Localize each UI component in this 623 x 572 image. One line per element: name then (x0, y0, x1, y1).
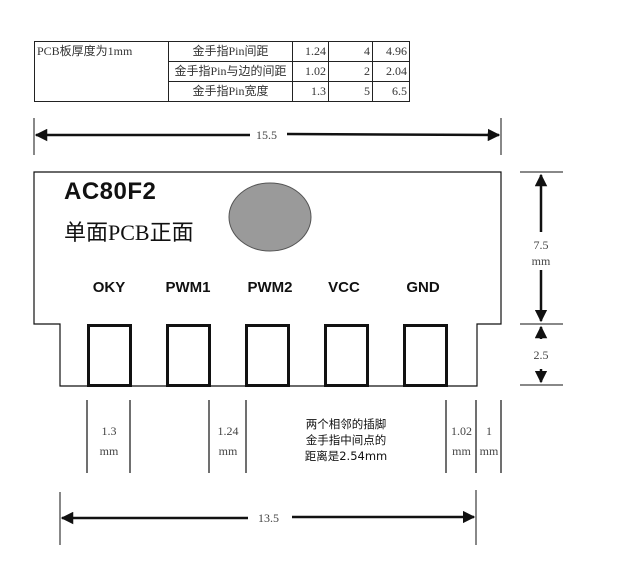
pitch-note: 两个相邻的插脚 金手指中间点的 距离是2.54mm (276, 416, 416, 464)
pin-label-gnd: GND (406, 279, 440, 296)
finger-height-label: 2.5 (533, 348, 549, 362)
finger-width-label: 13.5 (258, 511, 279, 526)
pin-label-pwm1: PWM1 (165, 279, 211, 296)
thickness-label: PCB板厚度为1mm (34, 41, 169, 102)
spec-row: 金手指Pin宽度 1.3 5 6.5 (35, 81, 410, 102)
spec-name: 金手指Pin间距 (168, 41, 293, 62)
edge-label: 1 mm (477, 421, 501, 461)
pad-gap-unit: mm (218, 444, 238, 458)
edge-gap-unit: mm (452, 444, 471, 458)
pad-gap-label: 1.24 mm (210, 421, 246, 461)
spec-total: 2.04 (372, 61, 410, 82)
total-width-label: 15.5 (256, 128, 277, 143)
edge-value: 1 (486, 424, 492, 438)
note-line: 两个相邻的插脚 (305, 417, 387, 431)
board-subtitle: 单面PCB正面 (64, 220, 194, 245)
pin-label-vcc: VCC (328, 279, 360, 296)
pad-width-value: 1.3 (101, 424, 117, 438)
note-line: 距离是2.54mm (304, 449, 388, 463)
pin-label-oky: OKY (92, 279, 126, 296)
pin-label-pwm2: PWM2 (247, 279, 293, 296)
pad-width-unit: mm (99, 444, 119, 458)
spec-name: 金手指Pin宽度 (168, 81, 293, 102)
upper-height-value: 7.5 (533, 238, 549, 252)
finger-width-dimension (59, 490, 477, 545)
pad-gap-value: 1.24 (217, 424, 239, 438)
pad-oky (87, 324, 132, 387)
spec-row: 金手指Pin与边的间距 1.02 2 2.04 (35, 61, 410, 82)
total-width-dimension (33, 118, 502, 155)
upper-height-unit: mm (531, 254, 551, 268)
spec-table: PCB板厚度为1mm 金手指Pin间距 1.24 4 4.96 金手指Pin与边… (34, 41, 410, 102)
pad-gnd (403, 324, 448, 387)
pad-pwm1 (166, 324, 211, 387)
mounting-hole (228, 182, 312, 252)
board-title: AC80F2 (64, 178, 157, 205)
board-outline (33, 171, 502, 387)
spec-total: 4.96 (372, 41, 410, 62)
edge-gap-label: 1.02 mm (447, 421, 476, 461)
pad-vcc (324, 324, 369, 387)
pad-pwm2 (245, 324, 290, 387)
spec-row: PCB板厚度为1mm 金手指Pin间距 1.24 4 4.96 (34, 41, 410, 102)
height-dimension (520, 171, 563, 386)
edge-gap-value: 1.02 (451, 424, 472, 438)
spec-name: 金手指Pin与边的间距 (168, 61, 293, 82)
pin-dimension-lines (86, 400, 502, 473)
spec-total: 6.5 (372, 81, 410, 102)
pad-width-label: 1.3 mm (88, 421, 130, 461)
edge-unit: mm (479, 444, 499, 458)
note-line: 金手指中间点的 (305, 433, 387, 447)
